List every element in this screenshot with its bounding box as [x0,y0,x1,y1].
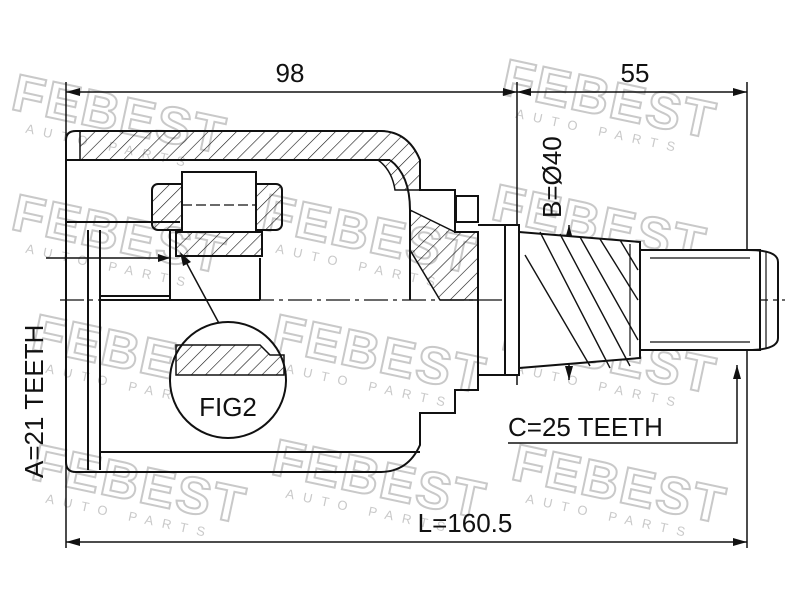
watermark-logo: FEBEST AUTO PARTS [496,48,722,156]
stem-section-hatch [409,208,479,301]
dimension-housing-teeth: A=21 TEETH [19,325,49,478]
splined-shaft [518,230,779,370]
dimension-shaft-diameter: B=Ø40 [537,136,567,218]
shaft-flange [455,195,520,376]
dimension-shaft-length: 55 [621,58,650,88]
fig2-label: FIG2 [199,392,257,422]
watermark-logo: FEBEST AUTO PARTS [26,433,252,541]
dimension-arrows [66,88,747,546]
tripod-roller [151,171,283,257]
watermark-logo: FEBEST AUTO PARTS [506,433,732,541]
watermark-logo: FEBEST AUTO PARTS [266,303,492,411]
dimension-total-length: L=160.5 [418,508,513,538]
dimension-housing-length: 98 [276,58,305,88]
housing-section-hatch [79,130,421,191]
fig2-detail [169,252,287,439]
dimension-shaft-teeth: C=25 TEETH [508,412,663,442]
